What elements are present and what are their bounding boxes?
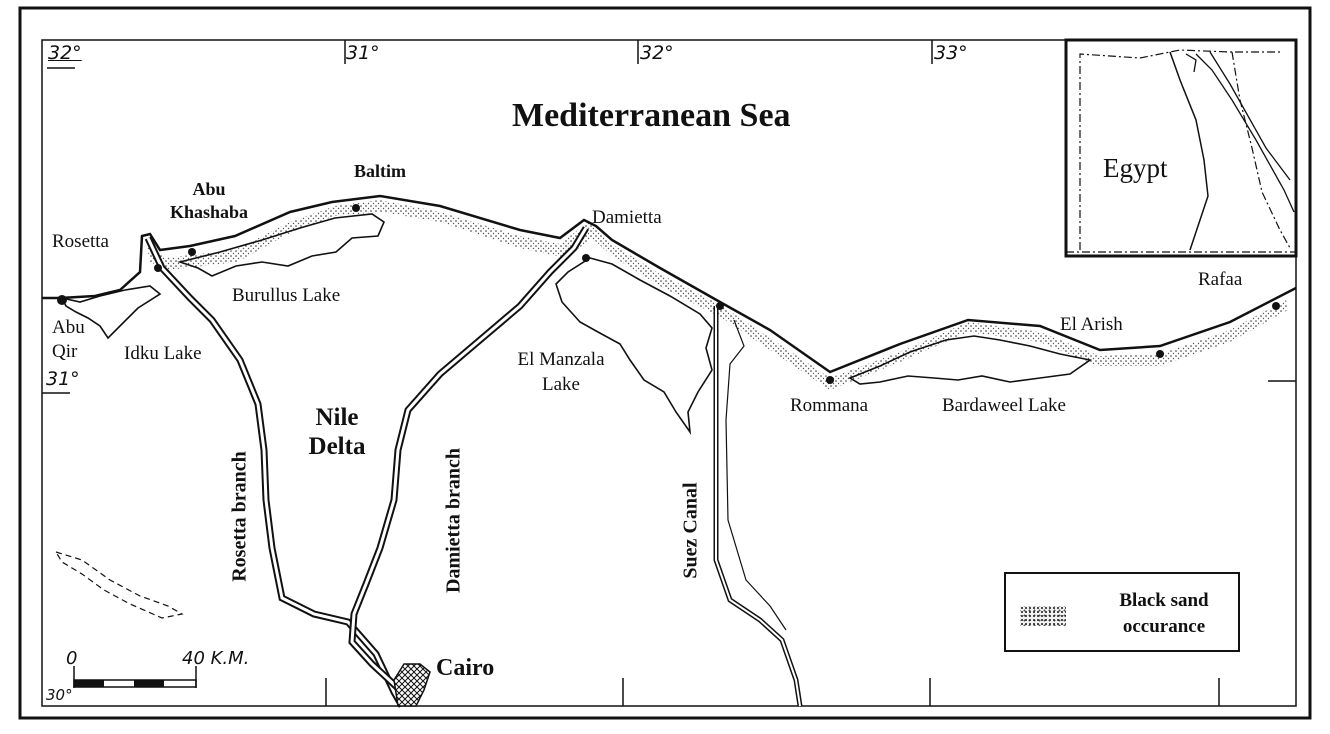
place-cairo: Cairo <box>436 655 495 681</box>
legend-label-line2: occurance <box>1122 615 1206 637</box>
damietta-marker <box>582 254 590 262</box>
feature-rosetta-branch: Rosetta branch <box>228 451 251 582</box>
coastline <box>42 194 1297 374</box>
suez-canal-bank <box>725 319 787 631</box>
place-rosetta: Rosetta <box>52 231 109 252</box>
abu-qir-marker <box>57 295 67 305</box>
place-baltim: Baltim <box>354 161 406 181</box>
idku-lake-shape <box>60 285 162 340</box>
graticule-top-4: 33° <box>934 42 968 64</box>
rosetta-marker <box>154 264 162 272</box>
place-burullus-lake: Burullus Lake <box>232 285 341 306</box>
rommana-marker <box>826 376 834 384</box>
burullus-lake-shape <box>177 213 385 277</box>
place-rommana: Rommana <box>790 395 869 416</box>
scale-bar-start: 0 <box>66 648 78 669</box>
dashed-lake-shape <box>54 550 184 619</box>
feature-damietta-branch: Damietta branch <box>442 448 465 593</box>
manzala-lake-shape <box>555 257 713 435</box>
black-sand-swatch <box>1020 606 1066 626</box>
inset-egypt-border <box>1079 49 1280 250</box>
el-arish-marker <box>1156 350 1164 358</box>
inset-red-sea <box>1195 51 1295 213</box>
bardaweel-lake-shape <box>848 335 1092 385</box>
cairo-city-shape <box>393 663 431 707</box>
scale-bar <box>73 666 197 688</box>
scale-bar-end: 40 K.M. <box>182 648 250 669</box>
place-el-manzala-lake: El Manzala Lake <box>500 348 622 397</box>
place-el-manzala-lake-text: El Manzala Lake <box>517 349 605 395</box>
abu-khashaba-marker <box>188 248 196 256</box>
town-markers <box>57 204 1280 384</box>
port-said-marker <box>716 302 724 310</box>
place-rafaa: Rafaa <box>1198 269 1243 290</box>
damietta-branch-line <box>348 226 590 693</box>
feature-suez-canal: Suez Canal <box>679 482 702 579</box>
place-abu-khashaba: Abu Khashaba <box>162 178 256 223</box>
inset-nile <box>1169 51 1209 251</box>
graticule-left-2: 30° <box>46 686 73 704</box>
graticule-ticks <box>42 40 1296 706</box>
rafaa-marker <box>1272 302 1280 310</box>
place-el-arish: El Arish <box>1060 314 1123 335</box>
inset-egypt-label: Egypt <box>1103 153 1168 183</box>
place-abu-qir: Abu Qir <box>52 316 90 364</box>
inner-frame <box>41 39 1297 707</box>
suez-canal-line <box>713 306 803 707</box>
rosetta-branch-line <box>144 236 406 708</box>
region-label: Nile Delta <box>302 404 372 462</box>
map-legend: Black sand occurance <box>1004 572 1240 652</box>
legend-label-line1: Black sand <box>1119 590 1209 611</box>
graticule-top-3: 32° <box>640 42 674 64</box>
outer-frame <box>18 6 1312 720</box>
place-idku-lake: Idku Lake <box>124 343 202 364</box>
graticule-top-1: 32° <box>48 42 82 64</box>
region-label-text: Nile Delta <box>308 404 366 460</box>
place-bardaweel-lake: Bardaweel Lake <box>942 395 1066 416</box>
graticule-top-2: 31° <box>346 42 380 64</box>
place-damietta: Damietta <box>592 207 662 228</box>
sea-label: Mediterranean Sea <box>512 97 791 134</box>
graticule-left-1: 31° <box>46 368 80 390</box>
place-abu-khashaba-text: Abu Khashaba <box>169 179 249 222</box>
place-abu-qir-text: Abu Qir <box>52 317 85 362</box>
legend-label: Black sand occurance <box>1092 588 1236 639</box>
inset-map <box>1064 38 1298 258</box>
baltim-marker <box>352 204 360 212</box>
